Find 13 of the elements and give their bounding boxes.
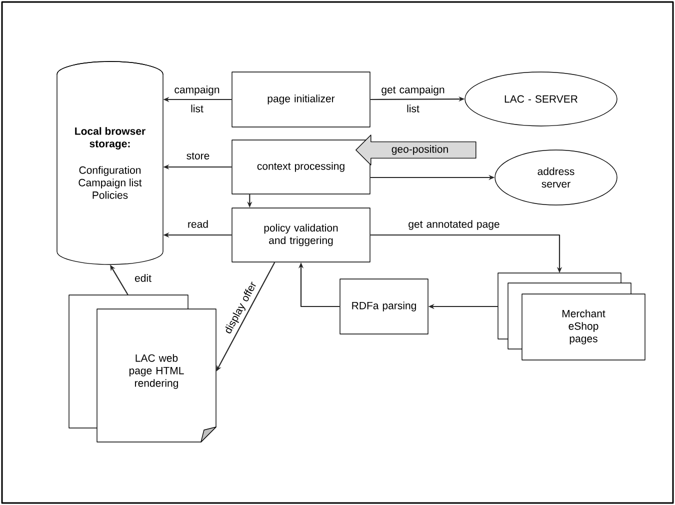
edge-label: read bbox=[188, 220, 208, 228]
edge-label: get annotated page bbox=[408, 220, 500, 230]
edge-label: store bbox=[186, 152, 210, 160]
edge-label: edit bbox=[134, 274, 152, 282]
process-box: RDFa parsing bbox=[340, 278, 428, 334]
edge-label: get campaign list bbox=[382, 86, 444, 112]
edge-label: campaign list bbox=[174, 86, 220, 112]
document-stack: LAC web page HTML rendering bbox=[68, 294, 216, 442]
process-box: context processing bbox=[232, 140, 370, 194]
storage-cylinder: Local browser storage: Configuration Campaign list Policies bbox=[56, 61, 164, 265]
process-box: policy validation and triggering bbox=[232, 208, 370, 262]
page-stack: Merchant eShop pages bbox=[498, 272, 646, 360]
process-box: page initializer bbox=[232, 72, 370, 128]
